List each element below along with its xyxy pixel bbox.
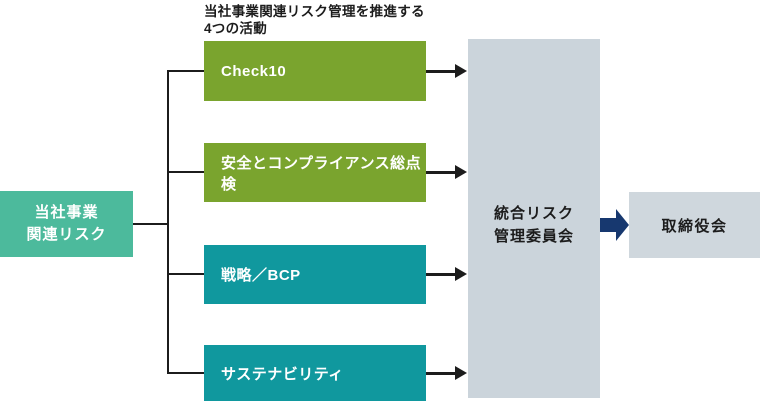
arrow-activity2-head-icon (455, 165, 467, 179)
activity-label-sustainability: サステナビリティ (221, 365, 344, 383)
committee-line1: 統合リスク (493, 205, 574, 222)
connector-branch-1 (167, 70, 205, 72)
diagram-title-line2: 4つの活動 (204, 21, 268, 36)
activity-box-safety-compliance: 安全とコンプライアンス総点検 (204, 143, 426, 202)
connector-branch-2 (167, 171, 205, 173)
committee-box: 統合リスク 管理委員会 (468, 39, 600, 398)
activity-label-check10: Check10 (221, 62, 287, 80)
arrow-activity4-shaft (426, 372, 457, 375)
activity-box-sustainability: サステナビリティ (204, 345, 426, 401)
source-risk-line2: 関連リスク (26, 226, 107, 243)
arrow-activity1-head-icon (455, 64, 467, 78)
arrow-activity3-shaft (426, 273, 457, 276)
committee-line2: 管理委員会 (493, 228, 574, 245)
arrow-activity3-head-icon (455, 267, 467, 281)
committee-to-board-arrow-icon (600, 209, 629, 241)
source-risk-line1: 当社事業 (34, 204, 99, 221)
connector-branch-3 (167, 273, 205, 275)
activity-label-safety-compliance: 安全とコンプライアンス総点検 (221, 154, 422, 193)
connector-branch-4 (167, 372, 205, 374)
activity-label-strategy-bcp: 戦略／BCP (221, 267, 301, 284)
connector-trunk (167, 70, 169, 374)
connector-stem (133, 223, 167, 225)
activity-box-strategy-bcp: 戦略／BCP (204, 245, 426, 304)
diagram-title-line1: 当社事業関連リスク管理を推進する (204, 4, 425, 19)
diagram-title: 当社事業関連リスク管理を推進する 4つの活動 (204, 3, 425, 37)
arrow-activity4-head-icon (455, 366, 467, 380)
source-risk-box: 当社事業 関連リスク (0, 191, 133, 257)
arrow-activity2-shaft (426, 171, 457, 174)
board-label: 取締役会 (661, 217, 728, 235)
arrow-activity1-shaft (426, 70, 457, 73)
board-box: 取締役会 (629, 192, 760, 258)
activity-box-check10: Check10 (204, 41, 426, 101)
